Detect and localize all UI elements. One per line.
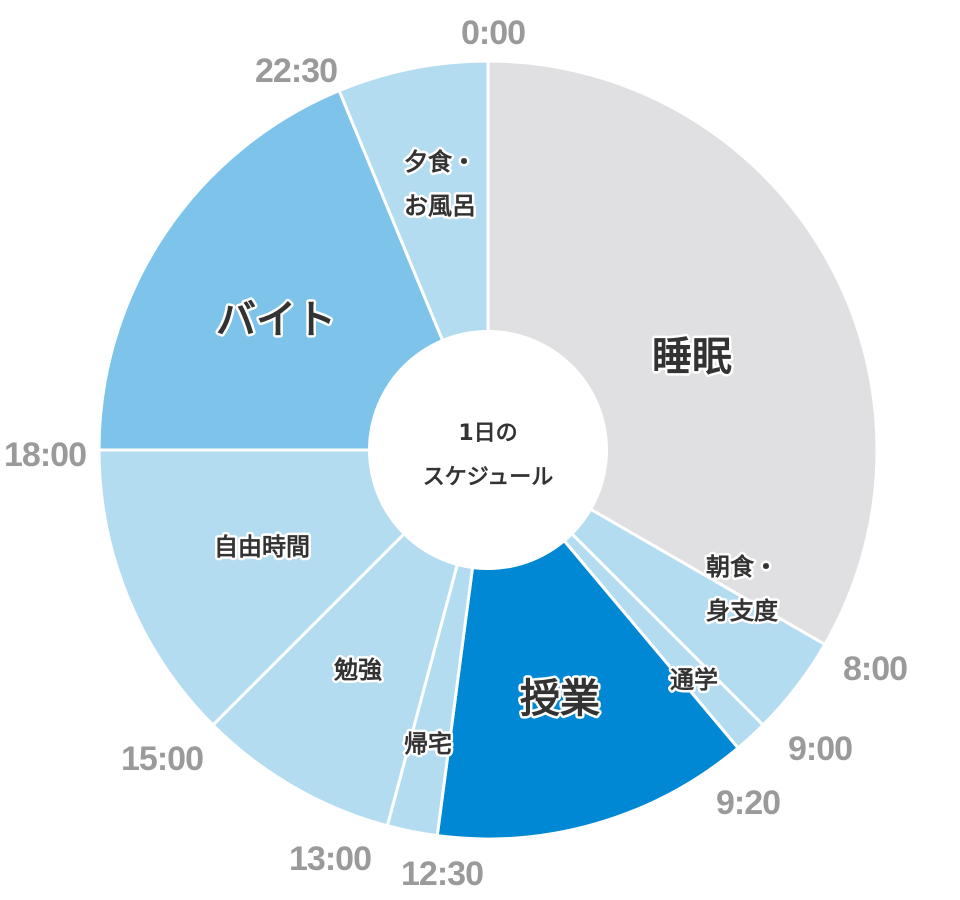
time-tick-label: 0:00 <box>461 14 525 52</box>
slice-label: 身支度 <box>706 597 779 625</box>
slice-label: 睡眠 <box>652 334 732 380</box>
pie-slice-7 <box>97 88 491 452</box>
slice-label: 帰宅 <box>404 730 452 758</box>
slice-label: バイト <box>216 297 336 343</box>
slice-label: 通学 <box>670 666 718 694</box>
time-tick-label: 8:00 <box>843 650 907 688</box>
center-title-line1: 1日の <box>458 421 517 446</box>
time-tick-label: 15:00 <box>121 740 203 778</box>
slice-label: 朝食・ <box>706 553 778 581</box>
slice-label: お風呂 <box>404 192 476 220</box>
time-tick-label: 12:30 <box>401 855 483 893</box>
slice-label: 自由時間 <box>214 533 310 561</box>
time-tick-label: 18:00 <box>4 436 86 474</box>
center-title-line2: スケジュール <box>423 465 553 490</box>
time-tick-label: 13:00 <box>289 840 371 878</box>
center-hole <box>368 330 608 570</box>
slice-label: 勉強 <box>333 656 382 684</box>
time-tick-label: 9:20 <box>716 784 780 822</box>
time-tick-label: 9:00 <box>788 730 852 768</box>
slice-label: 夕食・ <box>404 148 476 176</box>
time-tick-label: 22:30 <box>255 52 337 90</box>
slice-label: 授業 <box>520 676 600 722</box>
